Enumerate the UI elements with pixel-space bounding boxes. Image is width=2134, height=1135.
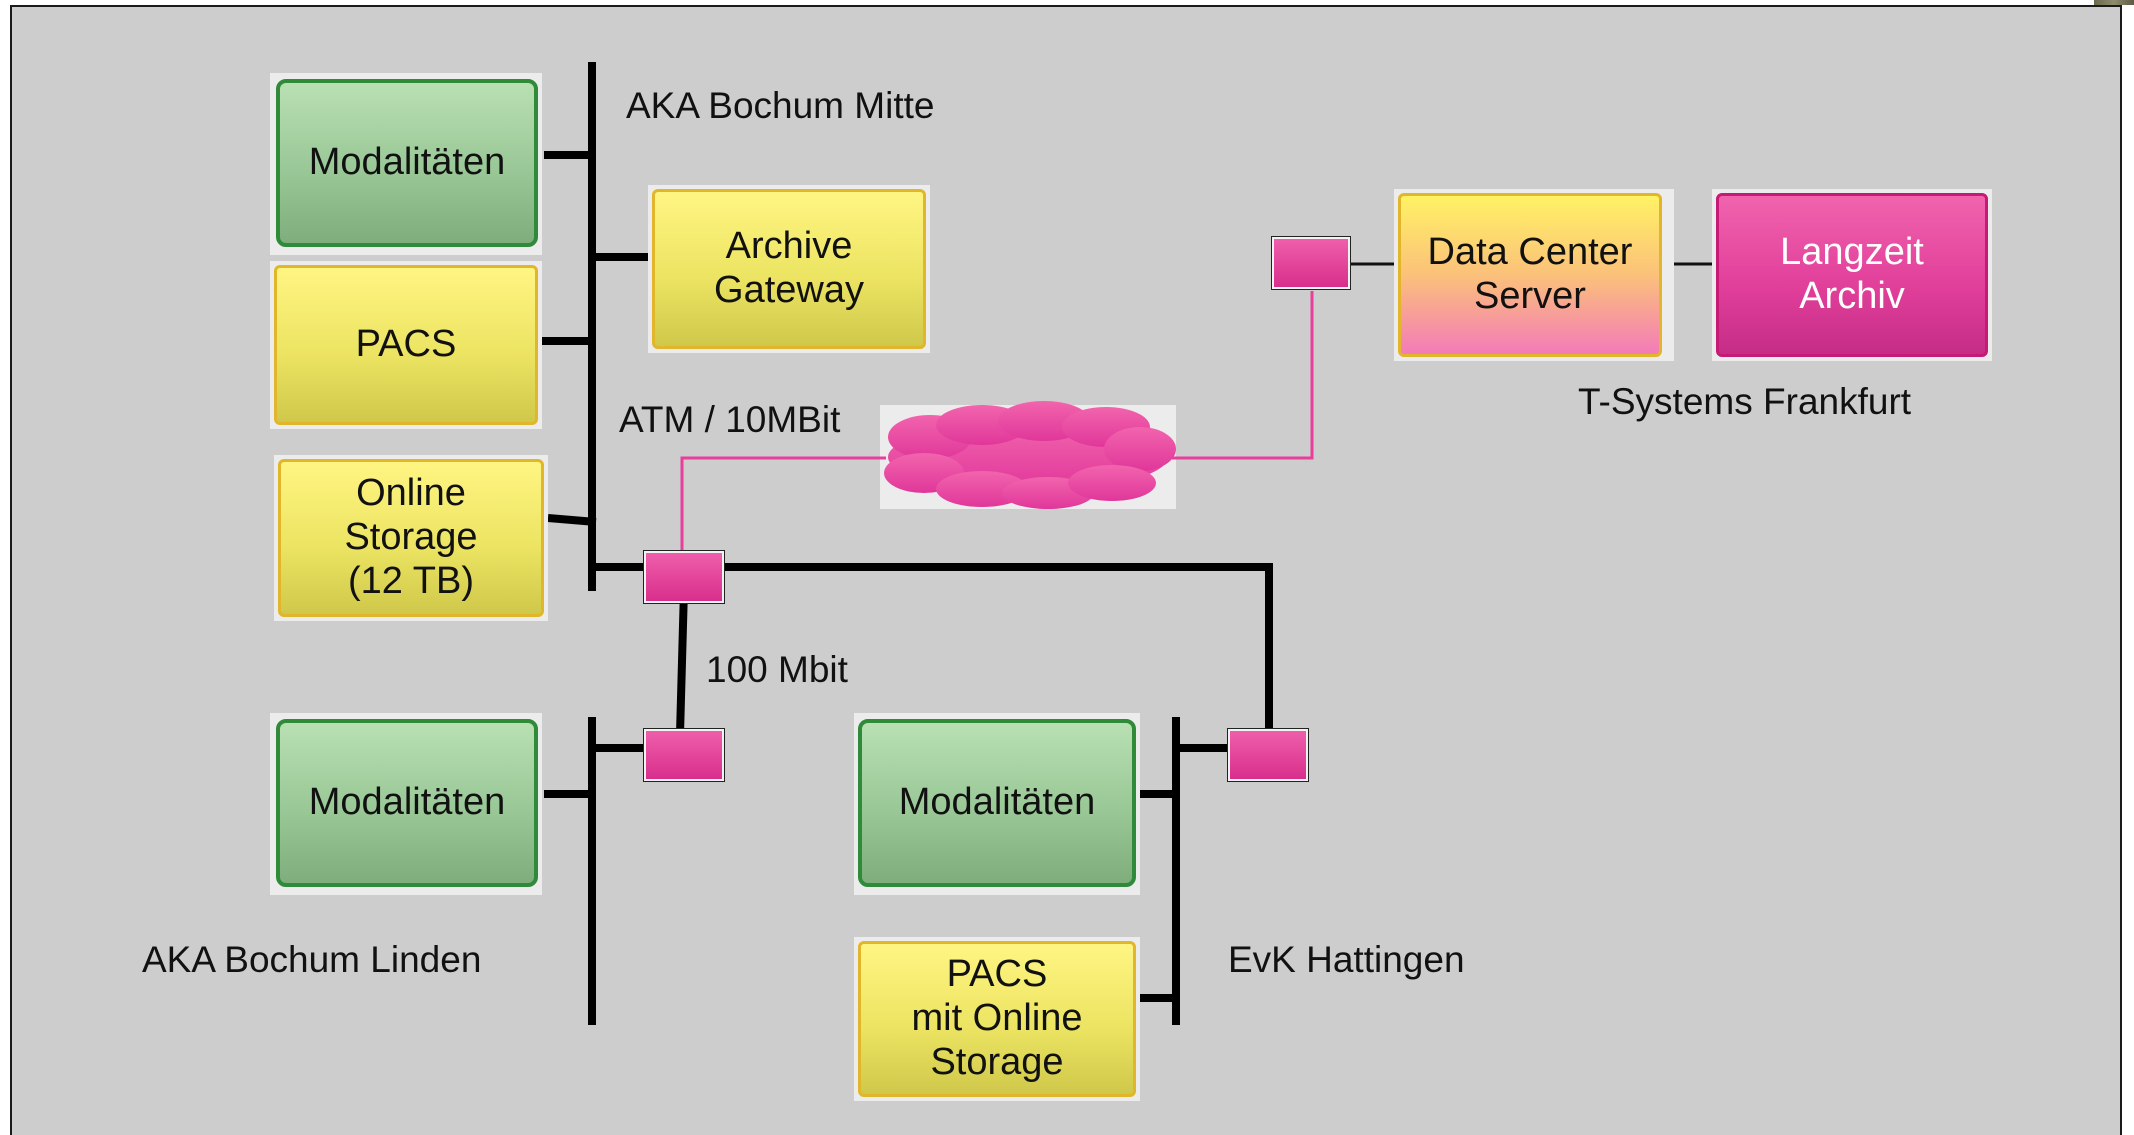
wan-link-label: ATM / 10MBit: [619, 399, 841, 440]
wan-link-frankfurt: [1172, 291, 1314, 460]
lan-link-label: 100 Mbit: [706, 649, 848, 690]
node-label: Modalitäten: [898, 781, 1096, 824]
node-hattingen-modalitaeten: Modalitäten: [858, 719, 1136, 887]
node-label: PACS mit Online Storage: [911, 953, 1083, 1083]
backbone-100mbit: [724, 563, 1273, 734]
node-data-center-server: Data Center Server: [1398, 193, 1662, 357]
site-label-frankfurt: T-Systems Frankfurt: [1578, 381, 1912, 422]
node-linden-modalitaeten: Modalitäten: [276, 719, 538, 887]
node-mitte-modalitaeten: Modalitäten: [276, 79, 538, 247]
switch-hattingen: [1227, 728, 1309, 782]
node-label: PACS: [355, 323, 457, 366]
site-label-hattingen: EvK Hattingen: [1228, 939, 1465, 980]
node-label: Modalitäten: [308, 781, 506, 824]
corner-photo-thumbnail: [2094, 0, 2134, 5]
node-label: Online Storage (12 TB): [344, 472, 478, 602]
site-label-linden: AKA Bochum Linden: [142, 939, 482, 980]
node-mitte-pacs: PACS: [274, 265, 538, 425]
switch-mitte: [643, 550, 725, 604]
switch-linden: [643, 728, 725, 782]
wan-link-mitte: [680, 456, 886, 555]
diagram-canvas: Modalitäten PACS Online Storage (12 TB) …: [10, 5, 2122, 1135]
switch-frankfurt: [1271, 236, 1351, 290]
node-mitte-online-storage: Online Storage (12 TB): [278, 459, 544, 617]
link-mitte-linden: [676, 588, 688, 735]
node-archive-gateway: Archive Gateway: [652, 189, 926, 349]
node-label: Data Center Server: [1427, 231, 1633, 317]
node-langzeit-archiv: Langzeit Archiv: [1716, 193, 1988, 357]
wan-cloud: [884, 401, 1176, 509]
node-label: Archive Gateway: [714, 225, 864, 311]
node-hattingen-pacs: PACS mit Online Storage: [858, 941, 1136, 1097]
node-label: Modalitäten: [308, 141, 506, 184]
site-label-mitte: AKA Bochum Mitte: [626, 85, 935, 126]
node-label: Langzeit Archiv: [1780, 231, 1924, 317]
